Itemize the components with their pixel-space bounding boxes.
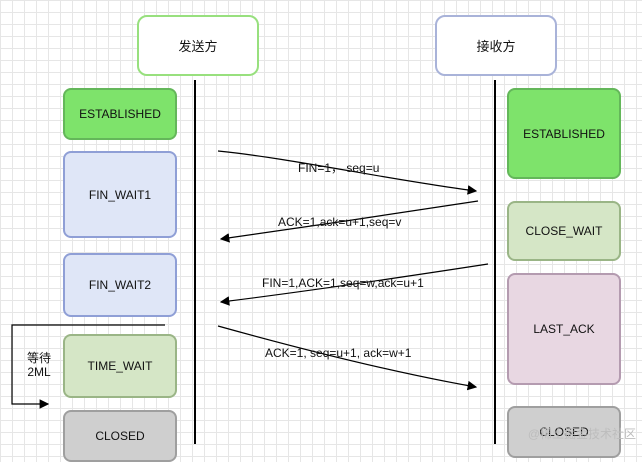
receiver-header: 接收方 xyxy=(435,15,557,76)
sender-state-closed: CLOSED xyxy=(63,410,177,462)
receiver-state-close-wait: CLOSE_WAIT xyxy=(507,201,621,261)
message-label-ack: ACK=1,ack=u+1,seq=v xyxy=(278,215,402,229)
sender-state-fin-wait1: FIN_WAIT1 xyxy=(63,151,177,238)
message-arrow-final-ack xyxy=(217,325,478,391)
receiver-state-established: ESTABLISHED xyxy=(507,88,621,179)
time-wait-note: 等待 2ML xyxy=(22,351,56,379)
time-wait-note-line1: 等待 xyxy=(26,351,51,365)
sender-state-established: ESTABLISHED xyxy=(63,88,177,140)
message-label-final-ack: ACK=1, seq=u+1, ack=w+1 xyxy=(265,346,412,360)
watermark: @稀土掘金技术社区 xyxy=(527,427,636,441)
message-arrow-fin-ack xyxy=(219,263,489,306)
message-arrow-ack xyxy=(219,200,479,243)
message-label-fin-ack: FIN=1,ACK=1,seq=w,ack=u+1 xyxy=(262,276,424,290)
sender-header: 发送方 xyxy=(137,15,259,76)
receiver-state-last-ack: LAST_ACK xyxy=(507,273,621,385)
sender-state-fin-wait2: FIN_WAIT2 xyxy=(63,253,177,317)
message-label-fin: FIN=1， seq=u xyxy=(298,161,380,175)
time-wait-note-line2: 2ML xyxy=(27,365,51,379)
message-arrow-fin xyxy=(217,150,478,195)
time-wait-bracket xyxy=(11,324,165,409)
sequence-lines xyxy=(11,80,496,444)
sender-state-time-wait: TIME_WAIT xyxy=(63,334,177,398)
